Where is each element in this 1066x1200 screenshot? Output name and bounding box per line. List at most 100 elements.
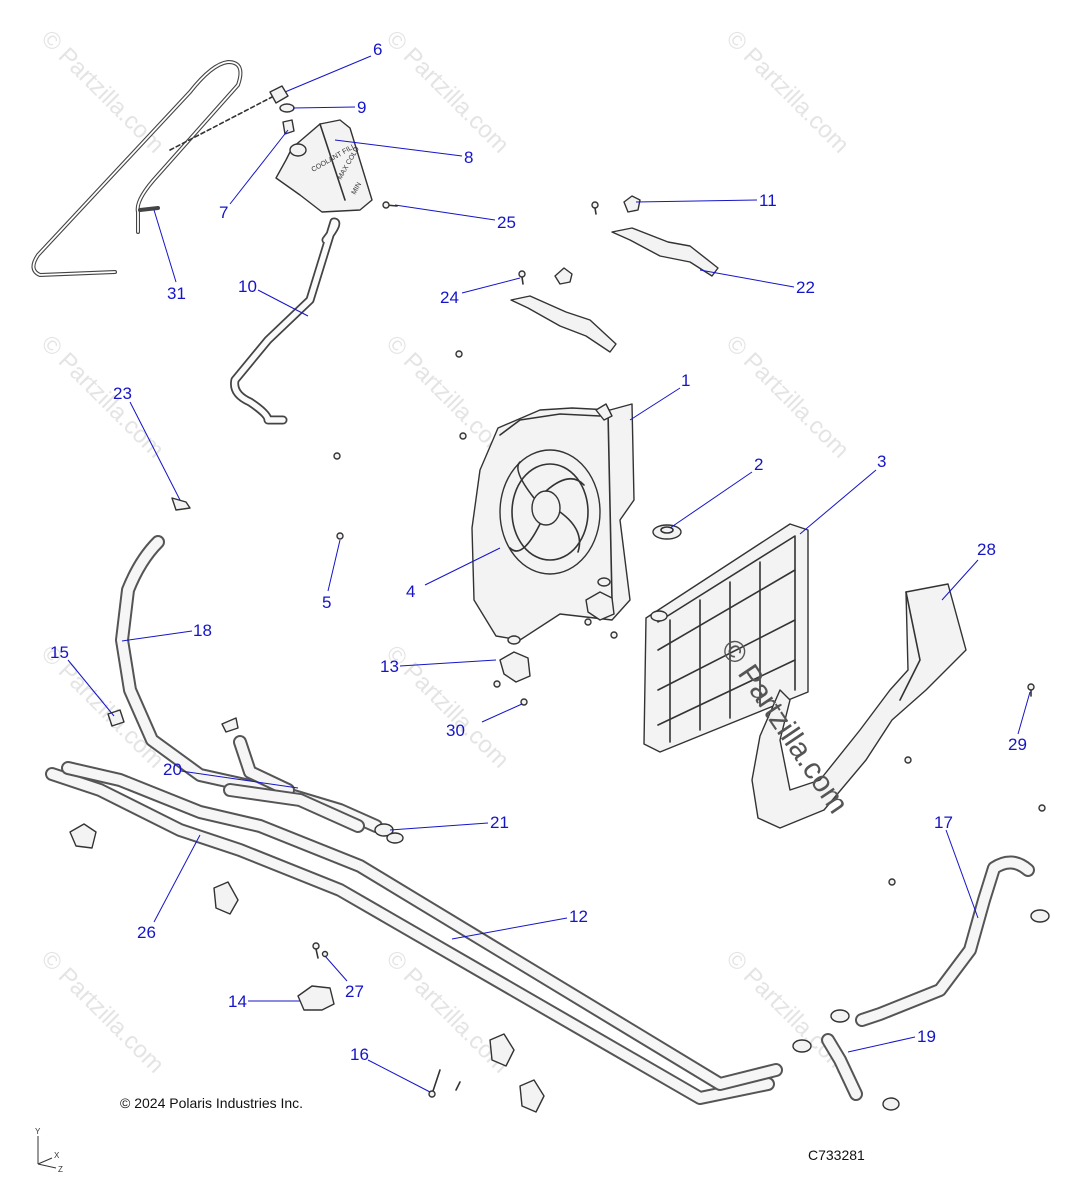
callout-11: 11 <box>759 191 777 210</box>
callout-1: 1 <box>681 371 690 390</box>
callout-3: 3 <box>877 452 886 471</box>
callout-8: 8 <box>464 148 473 167</box>
callout-29: 29 <box>1008 735 1027 754</box>
part-19-hose <box>792 1033 900 1111</box>
callout-26: 26 <box>137 923 156 942</box>
leader-11 <box>635 199 758 203</box>
part-21-clamp <box>374 823 404 844</box>
callout-12: 12 <box>569 907 588 926</box>
leader-28 <box>941 559 979 601</box>
leader-25 <box>394 204 496 221</box>
part-11-grommet <box>623 195 641 213</box>
watermark: © Partzilla.com <box>36 945 169 1078</box>
callout-27: 27 <box>345 982 364 1001</box>
leader-6 <box>284 55 372 93</box>
callout-18: 18 <box>193 621 212 640</box>
part-10-hose <box>230 217 341 425</box>
part-18-hose <box>115 535 383 833</box>
leader-15 <box>67 659 115 717</box>
watermark: © Partzilla.com <box>381 25 514 158</box>
callout-2: 2 <box>754 455 763 474</box>
leader-31 <box>153 209 177 283</box>
leader-1 <box>629 387 681 421</box>
leader-17 <box>945 829 979 919</box>
leader-19 <box>847 1036 916 1053</box>
leader-9 <box>292 106 356 109</box>
leader-24 <box>461 277 521 294</box>
axis-triad-icon: Y X Z <box>35 1127 63 1174</box>
part-17-hose <box>830 855 1050 1027</box>
axis-z-label: Z <box>58 1165 63 1174</box>
leader-4 <box>424 547 501 586</box>
part-26-tube <box>45 767 775 1105</box>
part-5-screw <box>336 532 344 540</box>
leader-12 <box>451 917 568 940</box>
callout-4: 4 <box>406 582 415 601</box>
callout-30: 30 <box>446 721 465 740</box>
leader-16 <box>367 1059 431 1093</box>
part-29-screw <box>1027 683 1035 697</box>
callout-19: 19 <box>917 1027 936 1046</box>
callout-24: 24 <box>440 288 459 307</box>
leader-22 <box>699 269 795 288</box>
leader-10 <box>257 289 309 317</box>
part-9-washer <box>279 103 295 113</box>
callout-23: 23 <box>113 384 132 403</box>
leader-7 <box>229 129 289 205</box>
callout-7: 7 <box>219 203 228 222</box>
leader-13 <box>399 659 497 667</box>
callout-10: 10 <box>238 277 257 296</box>
part-6-cap <box>269 85 289 104</box>
part-22-bracket <box>591 201 719 277</box>
watermark: © Partzilla.com <box>721 25 854 158</box>
callout-5: 5 <box>322 593 331 612</box>
part-30-screw <box>493 618 618 706</box>
axis-y-label: Y <box>35 1127 41 1136</box>
callout-22: 22 <box>796 278 815 297</box>
part-28-air-duct <box>751 583 1046 829</box>
watermark: © Partzilla.com <box>36 330 169 463</box>
part-4-fan <box>499 449 601 575</box>
part-23-sensor <box>171 497 191 511</box>
callout-15: 15 <box>50 643 69 662</box>
axis-x-label: X <box>54 1151 60 1160</box>
part-13-bracket <box>499 577 615 683</box>
leader-20 <box>180 770 299 789</box>
part-8-coolant-tank: COOLANT FILL MAX COLD MIN <box>275 119 373 213</box>
leader-29 <box>1017 691 1031 735</box>
callout-13: 13 <box>380 657 399 676</box>
part-7-cap <box>282 119 295 135</box>
leader-8 <box>334 139 463 157</box>
callout-6: 6 <box>373 40 382 59</box>
callout-14: 14 <box>228 992 247 1011</box>
leader-21 <box>389 822 489 831</box>
diagram-code: C733281 <box>808 1147 865 1163</box>
part-3-radiator <box>643 523 809 753</box>
part-25-screw <box>382 201 398 209</box>
tube-clips <box>69 823 545 1113</box>
part-20-hose <box>223 783 365 833</box>
callout-labels: 1 2 3 4 5 6 7 8 9 10 11 12 13 14 15 16 1… <box>50 40 1027 1064</box>
part-16-bolt <box>428 1069 461 1098</box>
leader-2 <box>669 471 753 529</box>
leader-lines <box>67 55 1031 1093</box>
leader-30 <box>481 703 523 723</box>
part-14-clip <box>297 985 335 1011</box>
leader-26 <box>153 834 201 923</box>
callout-17: 17 <box>934 813 953 832</box>
callout-16: 16 <box>350 1045 369 1064</box>
part-24-screw <box>333 267 617 460</box>
leader-23 <box>129 401 181 501</box>
leader-5 <box>327 539 341 592</box>
part-2-radiator-cap <box>652 524 682 540</box>
leader-18 <box>121 630 193 642</box>
watermark: © Partzilla.com <box>721 330 854 463</box>
part-12-tube <box>61 761 783 1091</box>
part-31-overflow-hose <box>31 60 273 277</box>
copyright-text: © 2024 Polaris Industries Inc. <box>120 1095 303 1111</box>
callout-20: 20 <box>163 760 182 779</box>
callout-9: 9 <box>357 98 366 117</box>
callout-25: 25 <box>497 213 516 232</box>
leader-3 <box>799 469 877 535</box>
